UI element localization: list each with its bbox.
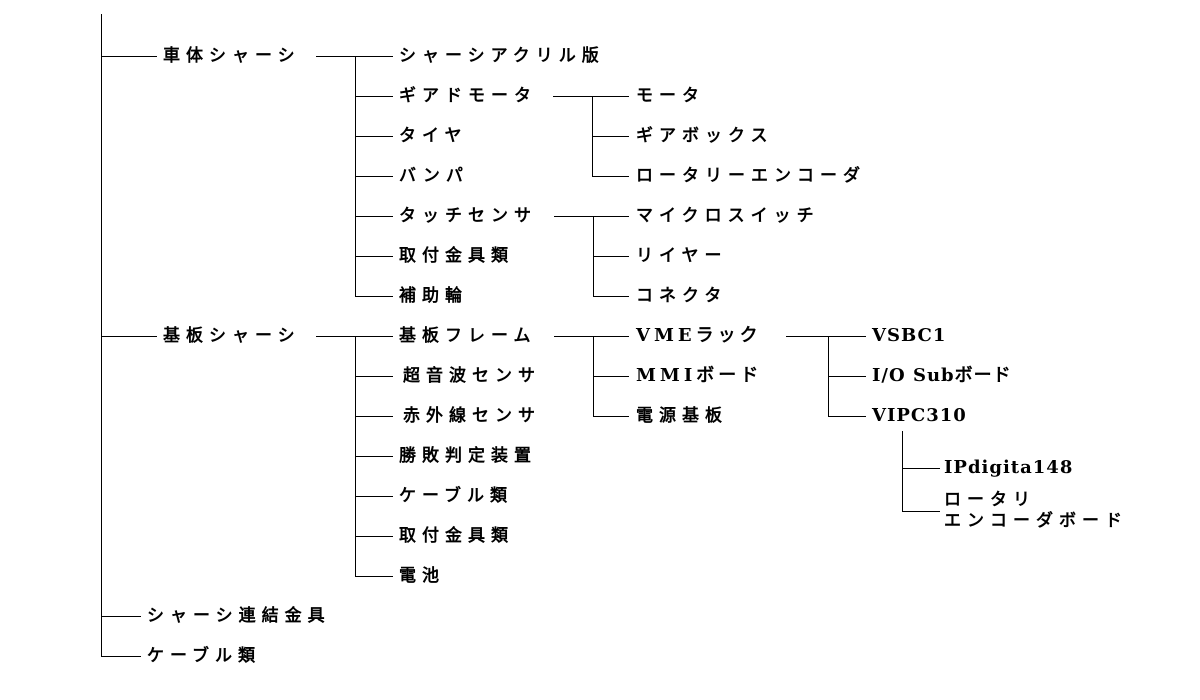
node-tire: タイヤ [399, 126, 470, 146]
connector [593, 416, 629, 417]
connector [101, 656, 141, 657]
connector [554, 216, 629, 217]
connector [828, 376, 866, 377]
node-rotary-encoder-board-line2: エンコーダボード [944, 511, 1130, 531]
node-io-sub-board: I/O Subボード [872, 365, 1014, 386]
node-vsbc1: VSBC1 [872, 325, 949, 346]
connector [828, 416, 866, 417]
branch-line [902, 431, 903, 511]
connector [355, 456, 393, 457]
node-geared-motor: ギアドモータ [399, 86, 539, 106]
node-chassis-coupling: シャーシ連結金具 [147, 606, 333, 626]
connector [786, 336, 866, 337]
node-mmi-board: MMIボード [636, 365, 765, 386]
connector [355, 416, 393, 417]
node-cables: ケーブル類 [147, 646, 263, 666]
node-connector: コネクタ [636, 286, 730, 306]
connector [355, 536, 393, 537]
connector [593, 296, 629, 297]
node-micro-switch: マイクロスイッチ [636, 206, 822, 226]
node-wire: リイヤー [636, 246, 730, 266]
node-board-mounting-hardware: 取付金具類 [399, 526, 516, 546]
node-bumper: バンパ [399, 166, 471, 186]
connector [355, 136, 393, 137]
connector [355, 96, 393, 97]
connector [355, 296, 393, 297]
connector [902, 511, 940, 512]
node-acrylic-plate: シャーシアクリル版 [399, 46, 607, 66]
node-vipc310: VIPC310 [872, 405, 969, 426]
node-board-cables: ケーブル類 [399, 486, 515, 506]
connector [593, 256, 629, 257]
connector [902, 468, 940, 469]
connector [592, 176, 629, 177]
node-motor: モータ [636, 86, 707, 106]
connector [355, 576, 393, 577]
node-infrared-sensor: 赤外線センサ [403, 406, 543, 426]
node-battery: 電池 [399, 566, 447, 586]
node-ultrasonic-sensor: 超音波センサ [403, 366, 543, 386]
connector [355, 176, 393, 177]
node-vme-rack: VMEラック [636, 325, 764, 346]
node-mounting-hardware: 取付金具類 [399, 246, 516, 266]
node-auxiliary-wheel: 補助輪 [399, 286, 470, 306]
connector [355, 496, 393, 497]
connector [355, 256, 393, 257]
node-body-chassis: 車体シャーシ [163, 46, 303, 66]
connector [316, 56, 393, 57]
connector [101, 56, 157, 57]
connector [101, 616, 141, 617]
root-trunk-line [101, 14, 102, 656]
node-ipdigital48: IPdigita148 [944, 457, 1076, 478]
connector [554, 336, 629, 337]
node-judging-device: 勝敗判定装置 [399, 446, 539, 466]
connector [593, 376, 629, 377]
node-board-frame: 基板フレーム [399, 326, 539, 346]
connector [101, 336, 157, 337]
connector [316, 336, 393, 337]
node-touch-sensor: タッチセンサ [399, 206, 539, 226]
connector [553, 96, 629, 97]
connector [355, 216, 393, 217]
node-board-chassis: 基板シャーシ [163, 326, 303, 346]
node-rotary-encoder-board-line1: ロータリ [944, 490, 1038, 510]
node-power-board: 電源基板 [636, 406, 730, 426]
node-rotary-encoder: ロータリーエンコーダ [636, 166, 868, 186]
connector [355, 376, 393, 377]
node-gearbox: ギアボックス [636, 126, 776, 146]
connector [592, 136, 629, 137]
